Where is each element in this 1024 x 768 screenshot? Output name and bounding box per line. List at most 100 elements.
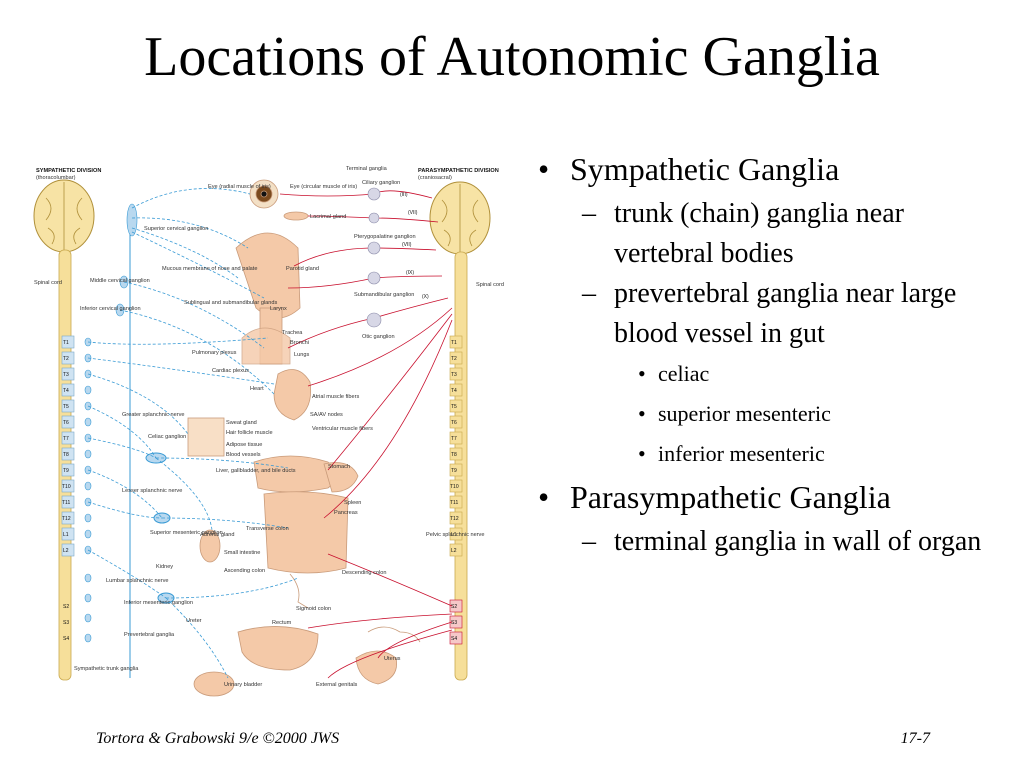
inferior-cervical-label: Inferior cervical ganglion	[80, 306, 141, 312]
svg-text:S3: S3	[451, 620, 457, 626]
inferior-mesenteric-label: Inferior mesenteric ganglion	[124, 600, 193, 606]
footer-citation: Tortora & Grabowski 9/e ©2000 JWS	[96, 730, 340, 747]
svg-text:L1: L1	[451, 532, 457, 538]
adipose-label: Adipose tissue	[226, 442, 262, 448]
slide-title: Locations of Autonomic Ganglia	[144, 26, 880, 88]
svg-text:(VII): (VII)	[402, 242, 412, 248]
bullet-list: •Sympathetic Ganglia –trunk (chain) gang…	[532, 150, 1002, 562]
svg-text:T1: T1	[451, 340, 457, 346]
pulmonary-label: Pulmonary plexus	[192, 350, 237, 356]
trachea-label: Trachea	[282, 330, 303, 336]
right-vertebrae: T1 T2 T3 T4 T5 T6 T7 T8 T9 T10 T11 T12 L…	[449, 335, 463, 645]
sweat-label: Sweat gland	[226, 420, 257, 426]
urinary-bladder-label: Urinary bladder	[224, 682, 262, 688]
sympathetic-header: SYMPATHETIC DIVISION	[36, 168, 101, 174]
cranial-nerve-labels: (III) (VII) (VII) (IX) (X)	[400, 192, 429, 300]
mucous-label: Mucous membrane of nose and palate	[162, 266, 257, 272]
cardiac-label: Cardiac plexus	[212, 368, 249, 374]
sympathetic-header-sub: (thoracolumbar)	[36, 175, 76, 181]
transverse-label: Transverse colon	[246, 526, 289, 532]
uterus-label: Uterus	[384, 656, 401, 662]
spleen-label: Spleen	[344, 500, 361, 506]
ascending-label: Ascending colon	[224, 568, 265, 574]
lungs-label: Lungs	[294, 352, 309, 358]
svg-text:T7: T7	[451, 436, 457, 442]
footer-slide-number: 17-7	[900, 730, 930, 747]
svg-text:T6: T6	[63, 420, 69, 426]
parasympathetic-header: PARASYMPATHETIC DIVISION	[418, 168, 499, 174]
greater-splanchnic-label: Greater splanchnic nerve	[122, 412, 185, 418]
svg-text:T6: T6	[451, 420, 457, 426]
parasympathetic-nerves	[279, 190, 453, 679]
lesser-splanchnic-label: Lesser splanchnic nerve	[122, 488, 182, 494]
right-brain	[429, 181, 491, 255]
left-spinal-cord-label: Spinal cord	[34, 280, 62, 286]
svg-text:T4: T4	[63, 388, 69, 394]
svg-text:T12: T12	[450, 516, 459, 522]
svg-text:(IX): (IX)	[406, 270, 414, 276]
bullet-inferior-mesenteric: •inferior mesenteric	[638, 441, 825, 466]
svg-text:S4: S4	[451, 636, 457, 642]
svg-text:T7: T7	[63, 436, 69, 442]
svg-text:T9: T9	[63, 468, 69, 474]
svg-text:T2: T2	[63, 356, 69, 362]
svg-text:T12: T12	[62, 516, 71, 522]
sublingual-label: Sublingual and submandibular glands	[184, 300, 277, 306]
sympathetic-trunk-label: Sympathetic trunk ganglia	[74, 666, 139, 672]
descending-label: Descending colon	[342, 570, 386, 576]
superior-mesenteric-label: Superior mesenteric ganglion	[150, 530, 223, 536]
terminal-ganglia	[366, 187, 382, 328]
heart-label: Heart	[250, 386, 264, 392]
svg-text:T11: T11	[450, 500, 458, 506]
liver-label: Liver, gallbladder, and bile ducts	[216, 468, 296, 474]
sigmoid-label: Sigmoid colon	[296, 606, 331, 612]
pelvic-label: Pelvic splanchnic nerve	[426, 532, 484, 538]
stomach-label: Stomach	[328, 464, 350, 470]
eye-circular-label: Eye (circular muscle of iris)	[290, 184, 357, 190]
terminal-ganglia-label: Terminal ganglia	[346, 166, 388, 172]
svg-text:L2: L2	[63, 548, 69, 554]
svg-text:T5: T5	[63, 404, 69, 410]
bronchi-label: Bronchi	[290, 340, 309, 346]
left-sacral-labels: S2 S3 S4	[63, 604, 69, 642]
svg-text:T2: T2	[451, 356, 457, 362]
ventricular-label: Ventricular muscle fibers	[312, 426, 373, 432]
parasympathetic-header-sub: (craniosacral)	[418, 175, 452, 181]
svg-text:S3: S3	[63, 620, 69, 626]
svg-text:(X): (X)	[422, 294, 429, 300]
organs	[187, 179, 421, 697]
adrenal-label: Adrenal gland	[200, 532, 235, 538]
svg-text:T3: T3	[63, 372, 69, 378]
middle-cervical-label: Middle cervical ganglion	[90, 278, 150, 284]
svg-text:T1: T1	[63, 340, 69, 346]
prevertebral-label: Prevertebral ganglia	[124, 632, 175, 638]
autonomic-ganglia-diagram: SYMPATHETIC DIVISION (thoracolumbar) PAR…	[28, 158, 508, 698]
atrial-label: Atrial muscle fibers	[312, 394, 359, 400]
bullet-superior-mesenteric: •superior mesenteric	[638, 401, 831, 426]
sa-av-label: SA/AV nodes	[310, 412, 343, 418]
submandibular-label: Submandibular ganglion	[354, 292, 414, 298]
bullet-terminal: –terminal ganglia in wall of organ	[582, 526, 982, 557]
blood-vessels-label: Blood vessels	[226, 452, 261, 458]
pancreas-label: Pancreas	[334, 510, 358, 516]
svg-text:T5: T5	[451, 404, 457, 410]
external-genitals-label: External genitals	[316, 682, 358, 688]
svg-text:T8: T8	[451, 452, 457, 458]
svg-text:S4: S4	[63, 636, 69, 642]
bullet-celiac: •celiac	[638, 361, 710, 386]
svg-text:(III): (III)	[400, 192, 408, 198]
bullet-sympathetic: •Sympathetic Ganglia	[538, 151, 840, 187]
hair-label: Hair follicle muscle	[226, 430, 273, 436]
bullet-parasympathetic: •Parasympathetic Ganglia	[538, 479, 891, 515]
svg-text:(VII): (VII)	[408, 210, 418, 216]
diagram-svg: SYMPATHETIC DIVISION (thoracolumbar) PAR…	[33, 166, 504, 697]
pterygo-label: Pterygopalatine ganglion	[354, 234, 416, 240]
lumbar-label: Lumbar splanchnic nerve	[106, 578, 169, 584]
ciliary-label: Ciliary ganglion	[362, 180, 400, 186]
eye-radial-label: Eye (radial muscle of iris)	[208, 184, 271, 190]
rectum-label: Rectum	[272, 620, 292, 626]
sympathetic-nerves	[87, 188, 299, 679]
lacrimal-label: Lacrimal gland	[310, 214, 346, 220]
bullet-prevertebral: –prevertebral ganglia near large blood v…	[582, 278, 957, 349]
svg-text:T10: T10	[62, 484, 71, 490]
